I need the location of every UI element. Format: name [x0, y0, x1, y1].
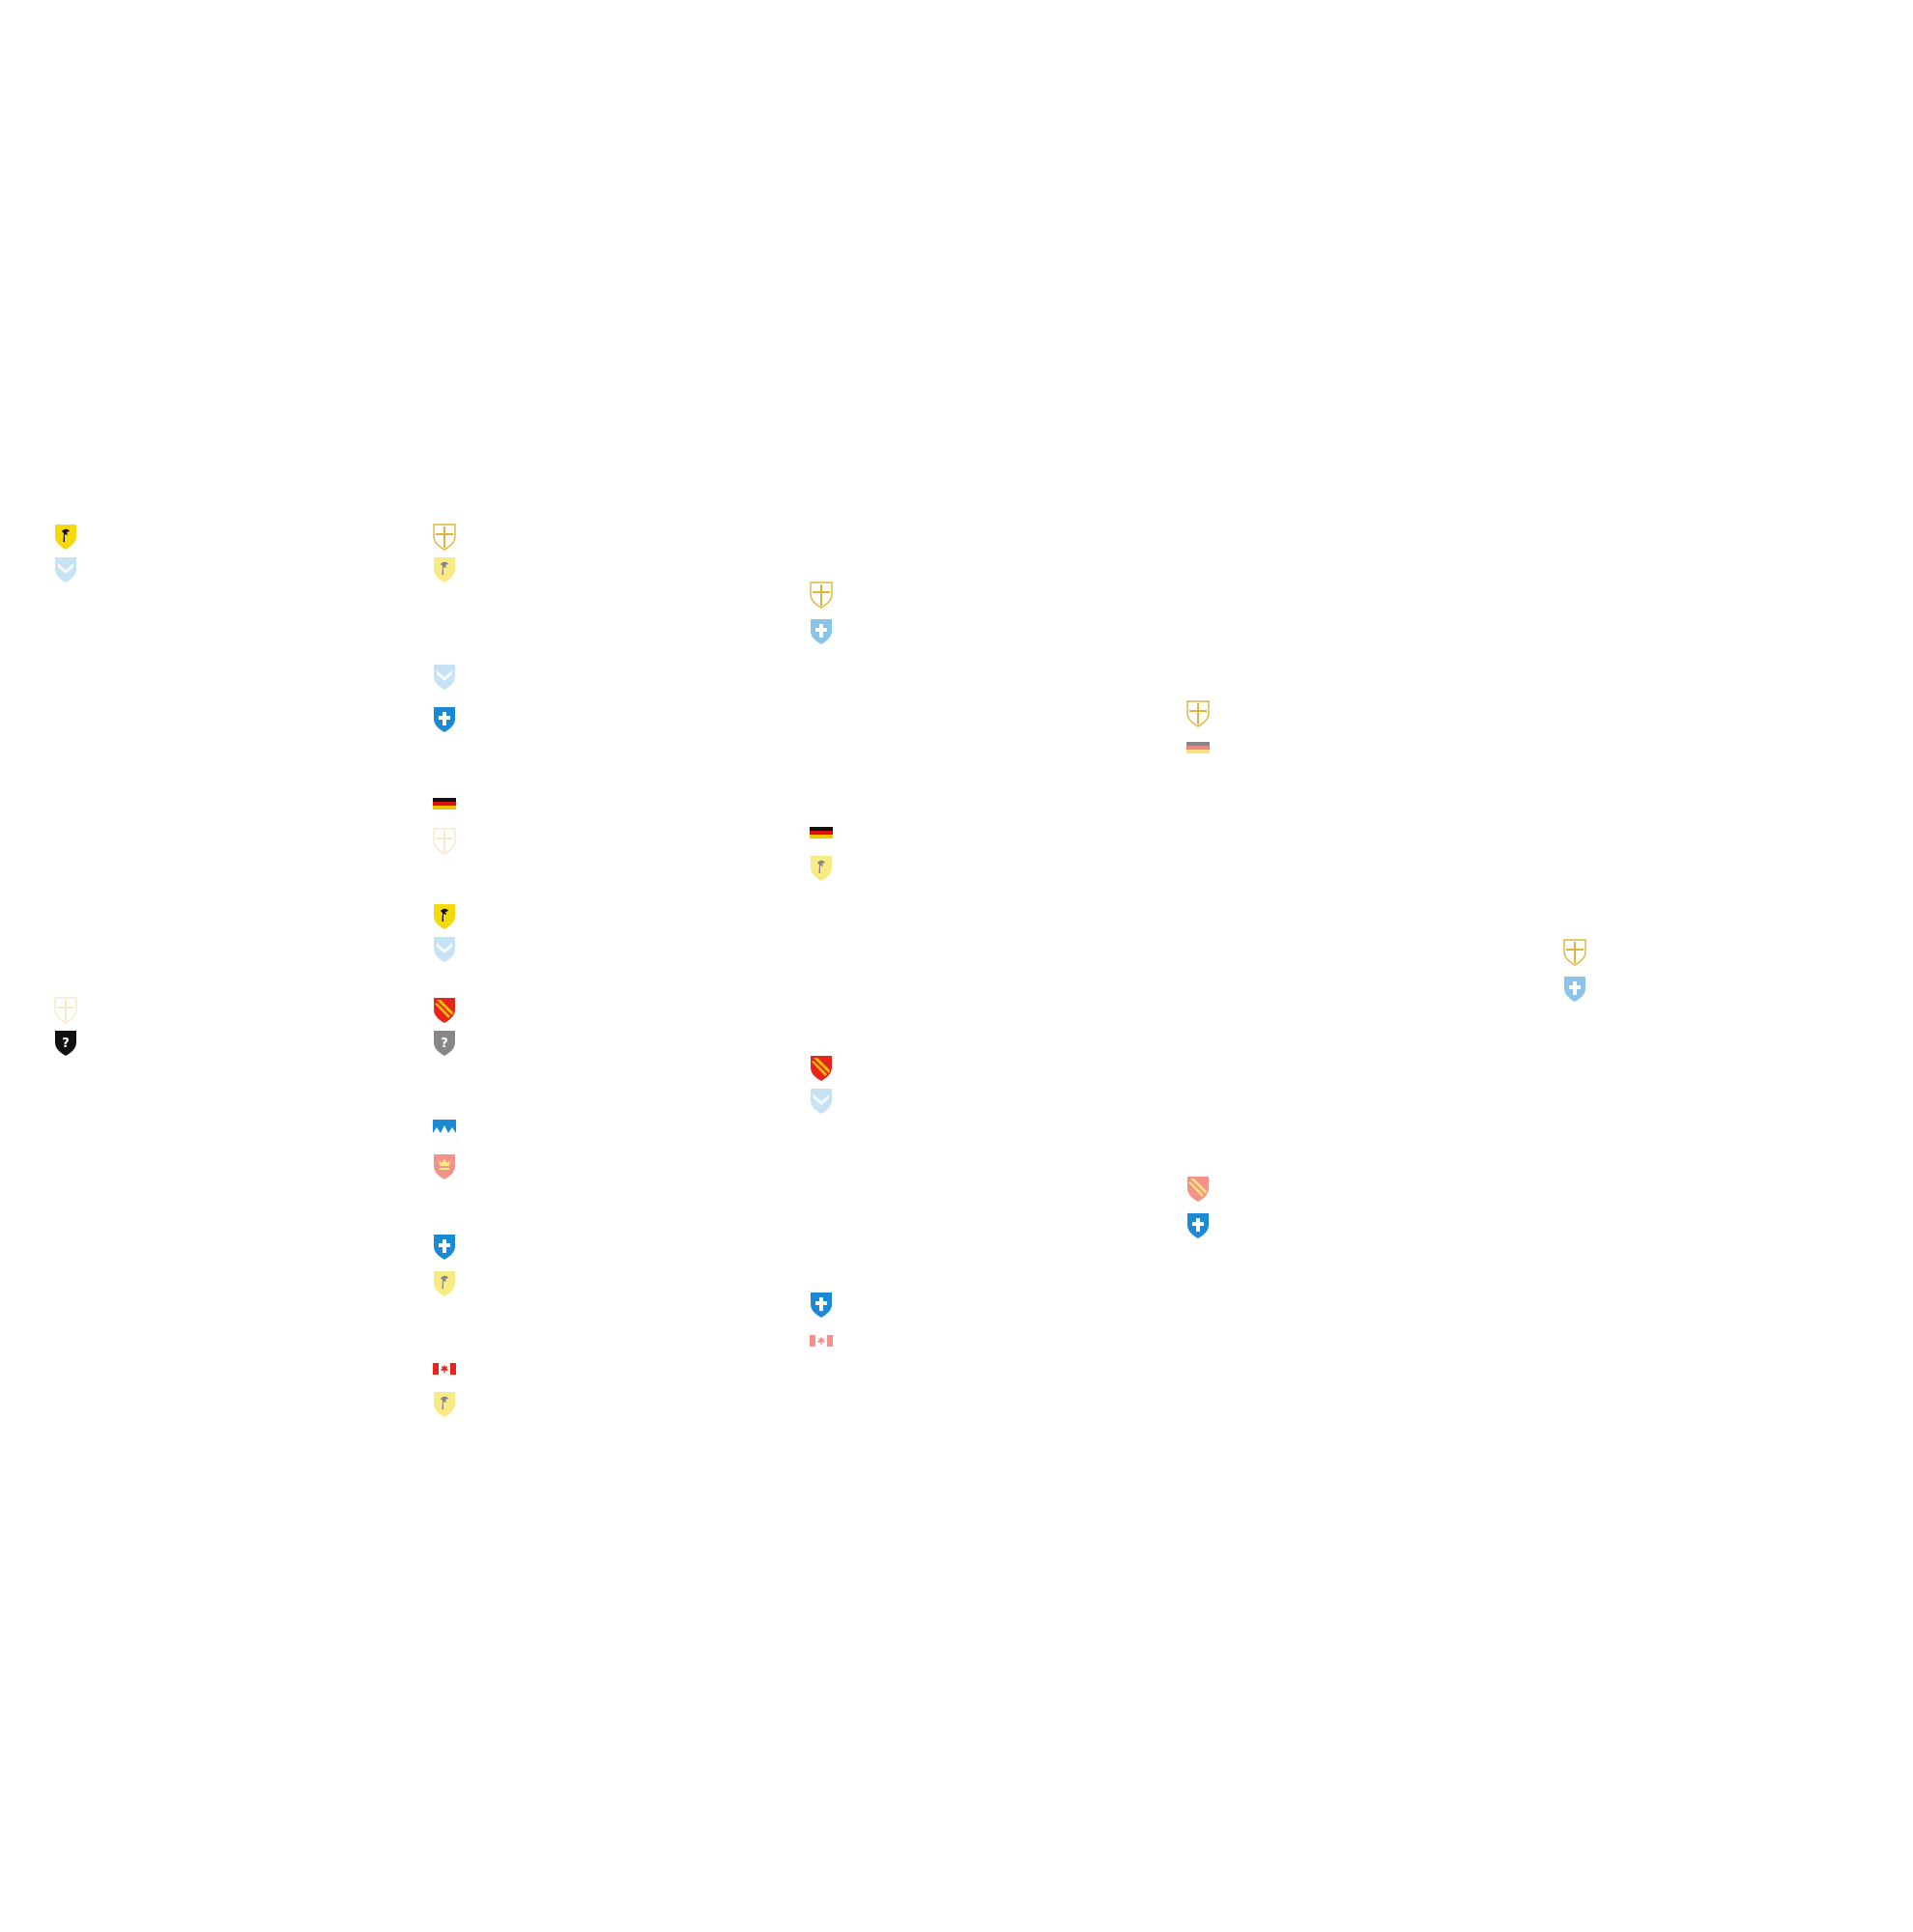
- yellow-bird-shield-icon: [432, 1269, 457, 1296]
- yellow-bird-shield-icon: [809, 854, 834, 881]
- gold-cross-shield-icon: [809, 581, 834, 609]
- red-diagonal-shield-icon: [809, 1054, 834, 1081]
- german-flag-icon: [1185, 734, 1211, 761]
- red-diagonal-shield-icon: [432, 996, 457, 1023]
- yellow-bird-shield-icon: [53, 523, 78, 550]
- light-blue-chevron-shield-icon: [432, 663, 457, 690]
- svg-text:?: ?: [62, 1037, 70, 1051]
- blue-cross-shield-icon: [809, 617, 834, 644]
- gold-cross-shield-icon: [1185, 699, 1211, 727]
- mystery-shield-icon: ?: [53, 1029, 78, 1056]
- yellow-bird-shield-icon: [432, 555, 457, 582]
- gold-cross-shield-icon: [432, 523, 457, 551]
- crown-shield-icon: [432, 1152, 457, 1179]
- blue-cross-shield-icon: [809, 1291, 834, 1318]
- german-flag-icon: [432, 790, 457, 817]
- blue-cross-shield-icon: [1185, 1211, 1211, 1238]
- light-blue-chevron-shield-icon: [809, 1087, 834, 1114]
- canadian-flag-icon: [809, 1327, 834, 1354]
- light-blue-chevron-shield-icon: [432, 935, 457, 962]
- gold-cross-shield-icon: [1562, 938, 1587, 966]
- gold-cross-shield-icon: [53, 996, 78, 1024]
- canadian-flag-icon: [432, 1355, 457, 1382]
- svg-text:?: ?: [441, 1037, 448, 1051]
- yellow-bird-shield-icon: [432, 1390, 457, 1417]
- mystery-shield-icon: ?: [432, 1029, 457, 1056]
- yellow-bird-shield-icon: [432, 902, 457, 929]
- german-flag-icon: [809, 819, 834, 846]
- blue-cross-shield-icon: [432, 1233, 457, 1260]
- light-blue-chevron-shield-icon: [53, 555, 78, 582]
- mountain-banner-icon: [432, 1114, 457, 1141]
- gold-cross-shield-icon: [432, 827, 457, 855]
- blue-cross-shield-icon: [432, 705, 457, 732]
- red-diagonal-shield-icon: [1185, 1175, 1211, 1202]
- blue-cross-shield-icon: [1562, 975, 1587, 1002]
